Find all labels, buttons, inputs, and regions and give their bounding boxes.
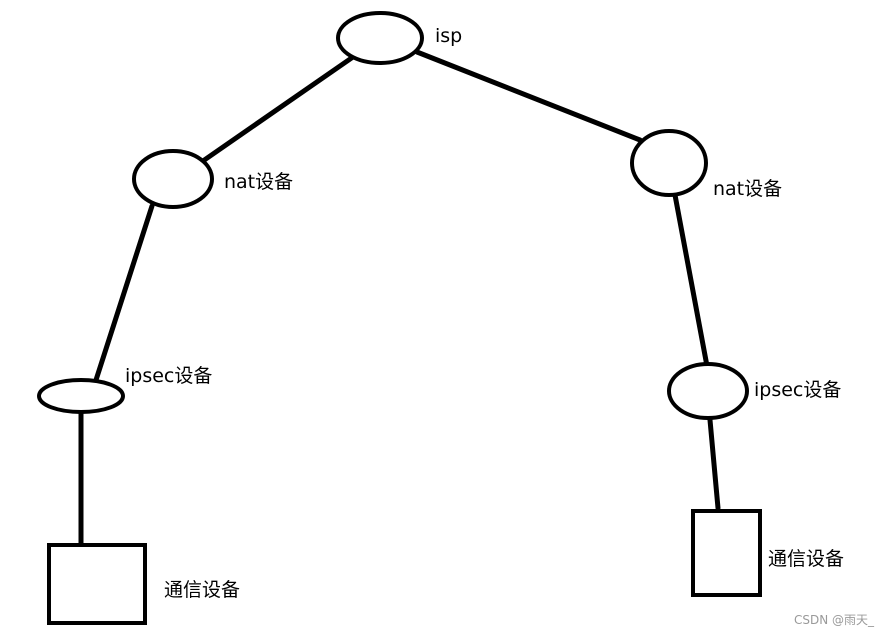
nat-right-node	[630, 129, 708, 197]
nat-right-label: nat设备	[713, 178, 782, 200]
comm-left-node	[47, 543, 147, 625]
ipsec-right-label: ipsec设备	[754, 379, 841, 401]
edge-isp-nat-right	[414, 49, 643, 143]
comm-left-label: 通信设备	[164, 579, 240, 601]
edge-nat-left-ipsec-left	[93, 203, 155, 383]
isp-label: isp	[435, 25, 462, 47]
comm-right-node	[691, 509, 762, 597]
ipsec-right-node	[667, 362, 749, 420]
ipsec-left-label: ipsec设备	[125, 365, 212, 387]
nat-left-label: nat设备	[224, 171, 293, 193]
ipsec-left-node	[37, 378, 125, 414]
comm-right-label: 通信设备	[768, 548, 844, 570]
watermark-text: CSDN @雨天_	[794, 613, 875, 627]
edge-nat-right-ipsec-right	[672, 192, 710, 369]
isp-node	[336, 11, 424, 65]
nat-left-node	[132, 149, 214, 209]
edge-ipsec-right-comm-right	[707, 417, 721, 511]
edge-isp-nat-left	[197, 54, 356, 166]
